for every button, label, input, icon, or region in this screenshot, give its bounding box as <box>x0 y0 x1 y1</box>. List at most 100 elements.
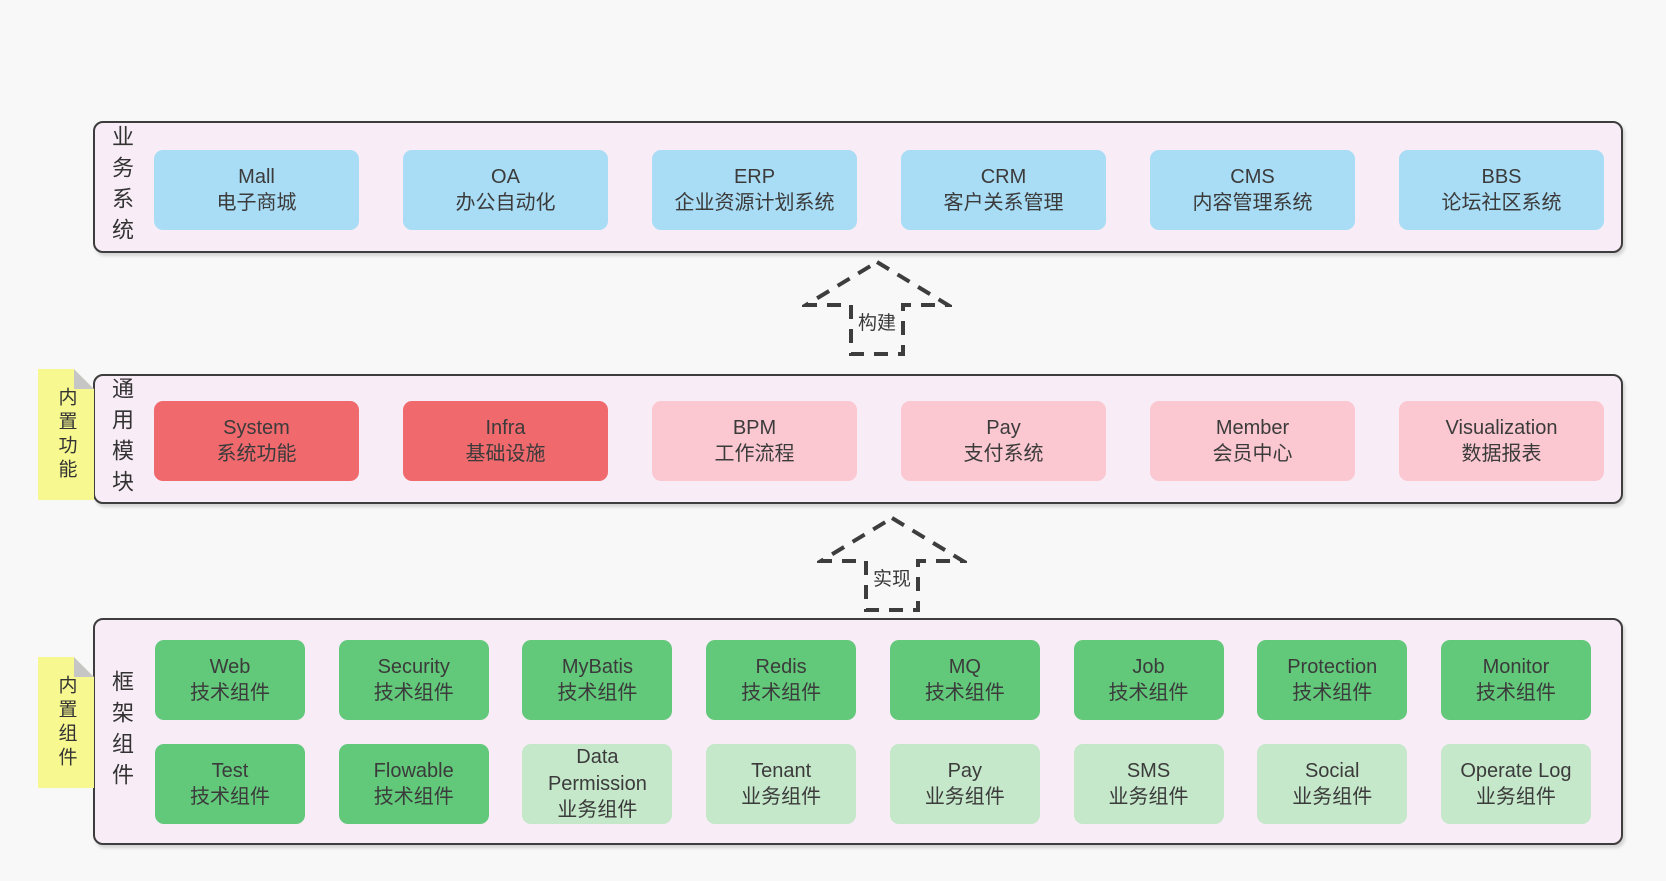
box-infra: Infra 基础设施 <box>403 401 608 481</box>
box-title: System <box>223 416 290 439</box>
box-pay-module: Pay 支付系统 <box>901 401 1106 481</box>
business-systems-row: Mall 电子商城 OA 办公自动化 ERP 企业资源计划系统 CRM 客户关系… <box>154 150 1604 230</box>
box-subtitle: 技术组件 <box>1292 682 1373 704</box>
box-web: Web 技术组件 <box>155 640 305 720</box>
box-visualization: Visualization 数据报表 <box>1399 401 1604 481</box>
box-subtitle: 技术组件 <box>1108 682 1189 704</box>
box-title: Web <box>209 655 251 678</box>
box-test: Test 技术组件 <box>155 744 305 824</box>
box-mq: MQ 技术组件 <box>889 640 1040 720</box>
implement-arrow-label: 实现 <box>868 564 916 591</box>
box-title: Visualization <box>1445 416 1558 439</box>
box-subtitle: 技术组件 <box>190 786 270 808</box>
box-flowable: Flowable 技术组件 <box>338 744 489 824</box>
box-subtitle: 客户关系管理 <box>943 192 1064 214</box>
box-title: Pay <box>947 759 983 782</box>
box-title: CMS <box>1230 165 1275 188</box>
box-subtitle: 内容管理系统 <box>1192 192 1313 214</box>
box-tenant: Tenant 业务组件 <box>706 744 857 824</box>
box-subtitle: 技术组件 <box>373 786 454 808</box>
common-modules-panel: 通用模块 System 系统功能 Infra 基础设施 BPM 工作流程 Pay… <box>93 374 1623 504</box>
box-title: CRM <box>980 165 1027 188</box>
box-subtitle: 业务组件 <box>1108 786 1189 808</box>
box-subtitle: 系统功能 <box>216 443 297 465</box>
box-title: Mall <box>238 165 275 188</box>
box-bbs: BBS 论坛社区系统 <box>1399 150 1604 230</box>
box-system: System 系统功能 <box>154 401 359 481</box>
box-subtitle: 业务组件 <box>1475 786 1556 808</box>
box-title: Redis <box>755 655 807 678</box>
box-title: Operate Log <box>1460 759 1572 782</box>
box-security: Security 技术组件 <box>338 640 489 720</box>
framework-components-label: 框架组件 <box>109 669 134 794</box>
box-title: Test <box>211 759 249 782</box>
box-pay-component: Pay 业务组件 <box>889 744 1040 824</box>
box-erp: ERP 企业资源计划系统 <box>652 150 857 230</box>
box-title: Job <box>1132 655 1165 678</box>
box-subtitle: 业务组件 <box>924 786 1005 808</box>
box-redis: Redis 技术组件 <box>706 640 857 720</box>
box-social: Social 业务组件 <box>1257 744 1408 824</box>
box-subtitle: 工作流程 <box>714 443 795 465</box>
box-operate-log: Operate Log 业务组件 <box>1440 744 1591 824</box>
sticky-built-in-features: 内置功能 <box>38 369 94 500</box>
box-title: Security <box>377 655 450 678</box>
box-subtitle: 论坛社区系统 <box>1441 192 1562 214</box>
box-subtitle: 技术组件 <box>924 682 1005 704</box>
box-crm: CRM 客户关系管理 <box>901 150 1106 230</box>
box-subtitle: 业务组件 <box>1292 786 1373 808</box>
box-monitor: Monitor 技术组件 <box>1440 640 1591 720</box>
box-oa: OA 办公自动化 <box>403 150 608 230</box>
box-subtitle: 技术组件 <box>1475 682 1556 704</box>
box-title: Data Permission <box>547 746 647 795</box>
box-subtitle: 业务组件 <box>557 799 638 822</box>
sticky-fold-icon <box>74 369 94 389</box>
sticky-built-in-components: 内置组件 <box>38 657 94 788</box>
framework-components-panel: 框架组件 Web 技术组件 Security 技术组件 MyBatis 技术组件… <box>93 618 1623 845</box>
box-subtitle: 办公自动化 <box>455 192 556 214</box>
box-subtitle: 电子商城 <box>216 192 297 214</box>
up-arrow-icon <box>817 515 967 612</box>
box-subtitle: 数据报表 <box>1461 443 1542 465</box>
box-bpm: BPM 工作流程 <box>652 401 857 481</box>
box-title: Protection <box>1287 655 1378 678</box>
up-arrow-icon <box>802 259 952 356</box>
business-systems-label: 业务系统 <box>109 125 134 249</box>
box-job: Job 技术组件 <box>1073 640 1224 720</box>
box-data-permission: Data Permission 业务组件 <box>522 744 673 824</box>
build-arrow: 构建 <box>802 258 952 358</box>
build-arrow-label: 构建 <box>853 308 901 335</box>
box-title: MyBatis <box>561 655 633 678</box>
box-title: BBS <box>1481 165 1522 188</box>
box-subtitle: 企业资源计划系统 <box>674 192 835 214</box>
box-subtitle: 支付系统 <box>963 443 1044 465</box>
box-title: Member <box>1215 416 1290 439</box>
box-subtitle: 会员中心 <box>1212 443 1293 465</box>
box-member: Member 会员中心 <box>1150 401 1355 481</box>
framework-row-2: Test 技术组件 Flowable 技术组件 Data Permission … <box>155 744 1591 824</box>
business-systems-panel: 业务系统 Mall 电子商城 OA 办公自动化 ERP 企业资源计划系统 CRM… <box>93 121 1623 253</box>
box-subtitle: 基础设施 <box>465 443 546 465</box>
box-title: MQ <box>948 655 981 678</box>
box-sms: SMS 业务组件 <box>1073 744 1224 824</box>
sticky-label: 内置组件 <box>55 674 77 771</box>
box-subtitle: 技术组件 <box>190 682 270 704</box>
implement-arrow: 实现 <box>817 514 967 614</box>
box-subtitle: 技术组件 <box>373 682 454 704</box>
common-modules-row: System 系统功能 Infra 基础设施 BPM 工作流程 Pay 支付系统… <box>154 401 1604 481</box>
box-title: Tenant <box>751 759 812 782</box>
common-modules-label: 通用模块 <box>109 377 134 501</box>
box-subtitle: 业务组件 <box>741 786 822 808</box>
framework-row-1: Web 技术组件 Security 技术组件 MyBatis 技术组件 Redi… <box>155 640 1591 720</box>
box-title: Flowable <box>373 759 454 782</box>
sticky-fold-icon <box>74 657 94 677</box>
box-mybatis: MyBatis 技术组件 <box>522 640 673 720</box>
box-title: OA <box>491 165 520 188</box>
box-protection: Protection 技术组件 <box>1257 640 1408 720</box>
box-mall: Mall 电子商城 <box>154 150 359 230</box>
box-cms: CMS 内容管理系统 <box>1150 150 1355 230</box>
box-title: Pay <box>986 416 1021 439</box>
box-title: Social <box>1304 759 1360 782</box>
box-title: SMS <box>1126 759 1171 782</box>
sticky-label: 内置功能 <box>55 386 77 483</box>
